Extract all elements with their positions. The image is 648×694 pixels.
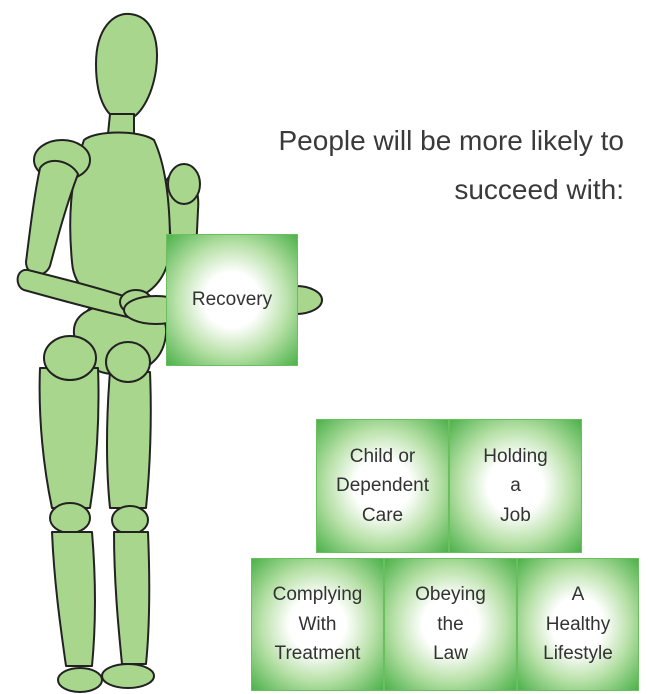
headline-line-2: succeed with:: [454, 174, 624, 205]
obeying-line-3: Law: [433, 643, 468, 665]
holding-job-block: Holding a Job: [449, 419, 582, 553]
healthy-line-3: Lifestyle: [543, 643, 613, 665]
healthy-line-2: Healthy: [545, 613, 611, 635]
headline-line-1: People will be more likely to: [278, 125, 625, 156]
mannequin-back-hip: [105, 341, 151, 383]
mannequin-head: [95, 12, 158, 122]
obeying-line-2: the: [437, 613, 464, 635]
mannequin-front-upper-arm: [25, 159, 79, 276]
recovery-block: Recovery: [166, 234, 298, 366]
mannequin-front-knee: [49, 502, 91, 534]
complying-line-1: Complying: [272, 584, 363, 606]
obeying-law-block: Obeying the Law: [384, 558, 517, 691]
mannequin-back-shoulder: [167, 163, 201, 205]
recovery-label: Recovery: [191, 289, 273, 311]
mannequin-chest: [69, 131, 171, 302]
obeying-line-1: Obeying: [415, 584, 486, 606]
child-care-line-3: Care: [361, 504, 404, 526]
complying-treatment-block: Complying With Treatment: [251, 558, 384, 691]
mannequin-back-thigh: [106, 371, 152, 509]
mannequin-front-shin: [51, 531, 96, 667]
mannequin-front-thigh: [38, 367, 100, 509]
mannequin-back-knee: [111, 505, 149, 535]
mannequin-back-shin: [113, 531, 151, 665]
complying-line-2: With: [298, 613, 337, 635]
mannequin-front-forearm: [16, 268, 137, 319]
holding-job-line-1: Holding: [483, 445, 548, 467]
complying-line-3: Treatment: [274, 643, 361, 665]
healthy-lifestyle-block: A Healthy Lifestyle: [517, 558, 639, 691]
mannequin-front-foot: [57, 667, 103, 693]
mannequin-front-hip: [43, 335, 97, 381]
child-care-line-1: Child or: [349, 445, 416, 467]
child-care-block: Child or Dependent Care: [316, 419, 449, 553]
mannequin-back-foot: [101, 663, 155, 689]
healthy-line-1: A: [571, 584, 585, 606]
child-care-line-2: Dependent: [336, 475, 429, 497]
holding-job-line-3: Job: [500, 504, 531, 526]
holding-job-line-2: a: [510, 475, 521, 497]
